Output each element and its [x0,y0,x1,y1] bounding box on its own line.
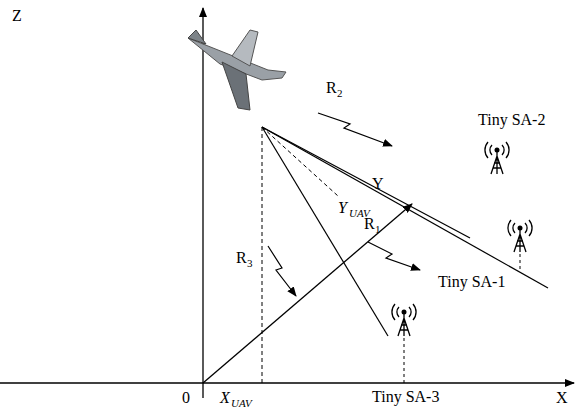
antenna-symbol [485,142,509,174]
range-label: R [364,216,375,232]
antenna-symbol [508,220,532,252]
uav-drone [188,30,286,110]
axis-label: Z [12,8,22,24]
range-label: R [236,250,247,266]
coordinate-label: X [220,390,230,406]
station-label: Tiny SA-1 [438,274,505,290]
range-subscript: 2 [337,88,343,99]
coordinate-label: Y [338,200,347,216]
range-label: R [326,80,337,96]
station-label: Tiny SA-3 [372,389,439,405]
range-subscript: 3 [247,258,253,269]
axis-label: Y [372,176,384,192]
antenna-symbol [392,304,416,336]
range-subscript: 1 [375,224,381,235]
origin-label: 0 [182,390,190,406]
axis-label: X [556,390,568,406]
coordinate-subscript: UAV [231,398,252,409]
station-label: Tiny SA-2 [478,112,545,128]
